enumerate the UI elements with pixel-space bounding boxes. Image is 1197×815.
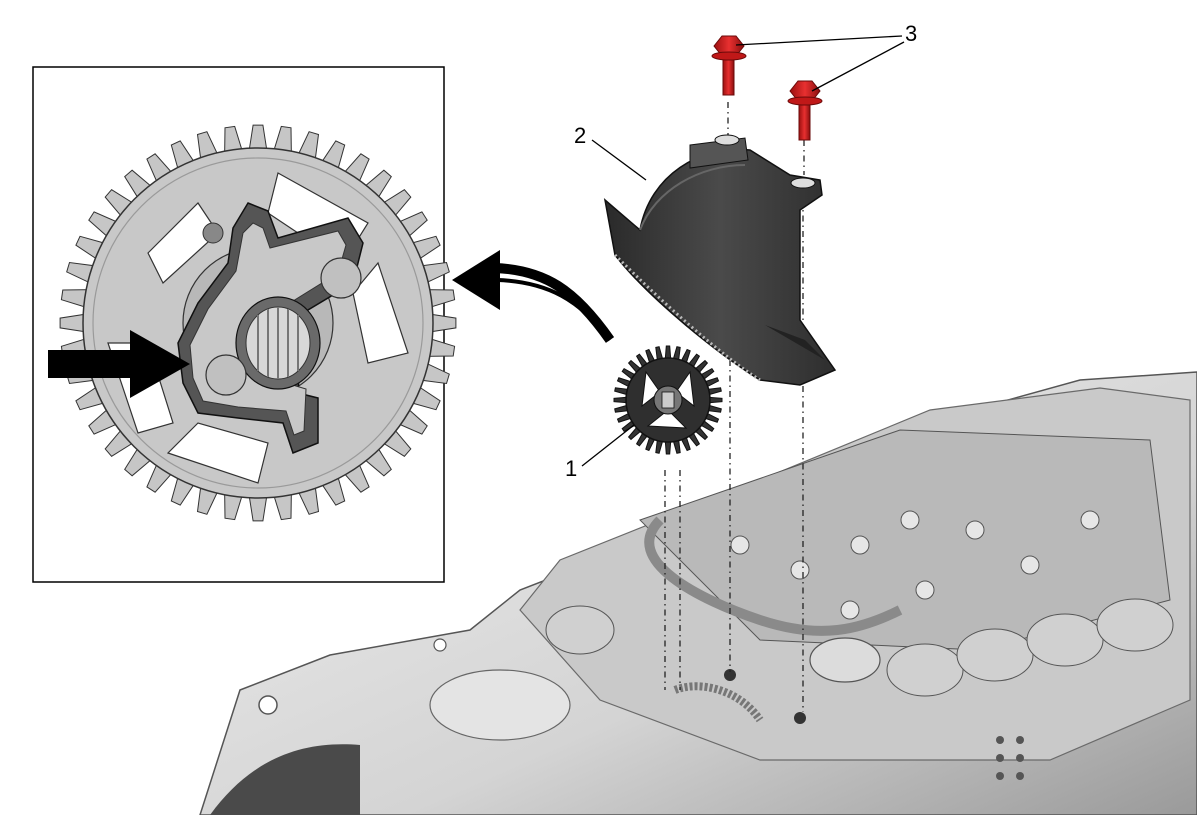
- right-arrow-icon: [48, 330, 190, 398]
- transmission-housing: [199, 371, 1197, 815]
- callout-label-3: 3: [905, 21, 917, 46]
- callout-2: 2: [574, 123, 647, 181]
- callout-label-1: 1: [565, 456, 577, 481]
- detail-inset: [32, 66, 457, 583]
- solenoid-row: [545, 598, 1174, 697]
- sprocket-small: [613, 345, 723, 455]
- callout-3: 3: [735, 21, 917, 92]
- callout-label-2: 2: [574, 123, 586, 148]
- curved-arrow-icon: [452, 250, 615, 343]
- plate-bolts: [730, 510, 1100, 620]
- dowel-holes: [996, 736, 1024, 780]
- assembly-lines: [664, 102, 805, 712]
- bolt-2: [787, 80, 823, 141]
- chain-cover: [603, 134, 837, 386]
- callout-1: 1: [565, 424, 635, 481]
- bolt-1: [711, 35, 747, 96]
